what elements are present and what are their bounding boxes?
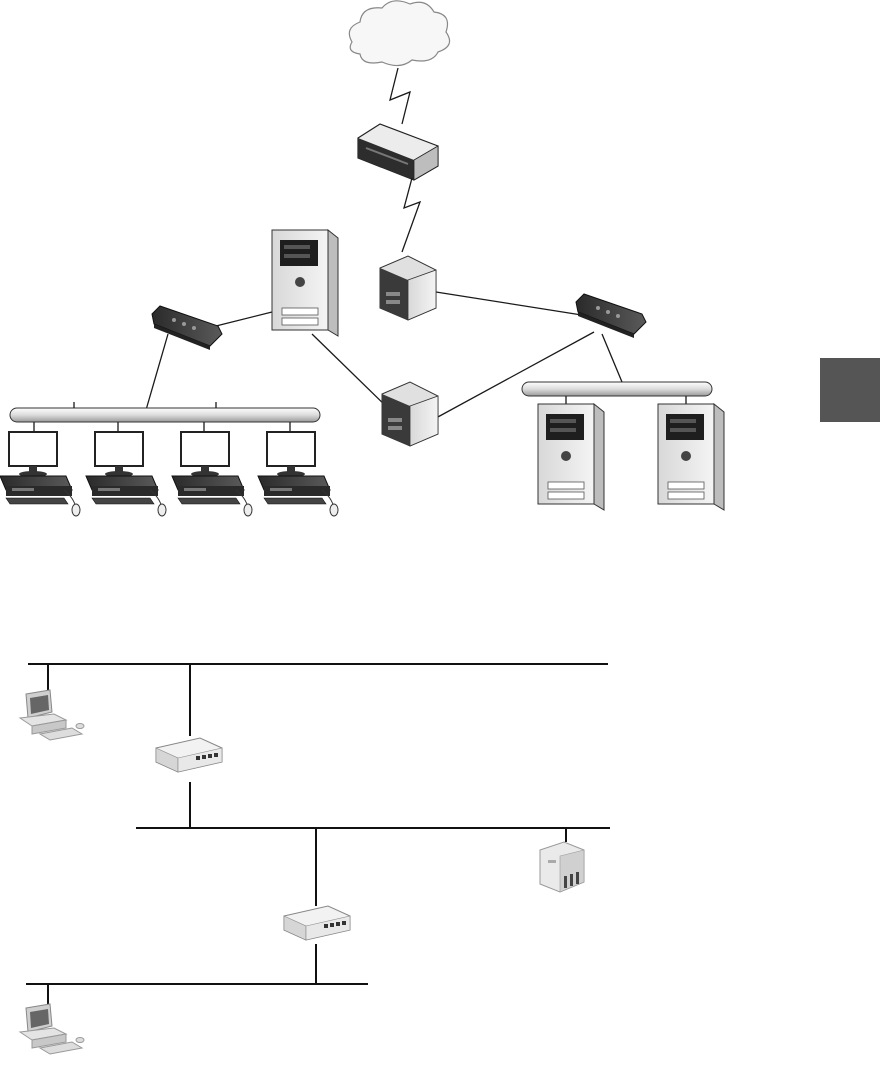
chapter-thumb-tab: [820, 358, 880, 422]
link-server-to-router-bottom: [312, 334, 392, 412]
internet-cloud-icon: [349, 1, 449, 66]
link-server-to-hub-left: [216, 312, 272, 326]
bus-segment-left: [10, 402, 320, 432]
router-icon: [382, 382, 438, 446]
desktop-workstation-icon: [86, 432, 166, 516]
hub-icon: [152, 306, 222, 350]
server-icon: [540, 842, 584, 892]
link-hub-right-to-bus: [602, 334, 622, 382]
switch-icon: [156, 738, 222, 772]
bottom-network: [20, 664, 610, 1054]
tower-server-icon: [538, 404, 604, 510]
switch-icon: [284, 906, 350, 940]
modem-router-zigzag: [402, 178, 420, 252]
desktop-workstation-icon: [0, 432, 80, 516]
desktop-computer-icon: [20, 1004, 84, 1054]
bus-segment-right: [522, 382, 712, 406]
wan-link-zigzag: [390, 68, 410, 124]
tower-server-icon: [272, 230, 338, 336]
desktop-computer-icon: [20, 690, 84, 740]
desktop-workstation-icon: [258, 432, 338, 516]
modem-icon: [358, 124, 438, 180]
hub-icon: [576, 294, 646, 338]
router-icon: [380, 256, 436, 320]
link-router-to-hub-right: [436, 292, 588, 316]
tower-server-icon: [658, 404, 724, 510]
desktop-workstation-icon: [172, 432, 252, 516]
link-hub-left-to-bus: [146, 334, 168, 410]
